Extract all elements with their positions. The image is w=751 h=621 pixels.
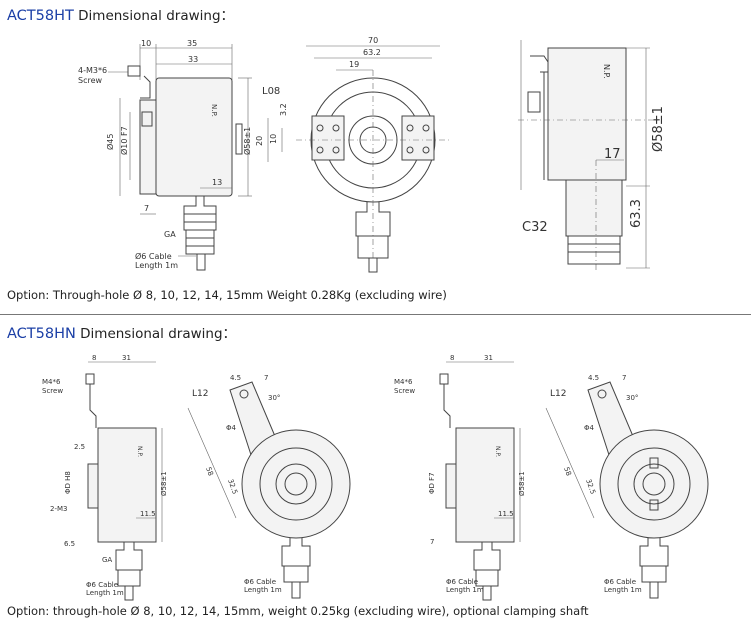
act58ht-heading: ACT58HT Dimensional drawing：	[7, 4, 234, 24]
heading-suffix: Dimensional drawing：	[73, 8, 235, 24]
heading-suffix: Dimensional drawing：	[75, 326, 237, 342]
dim-3-2: 3.2	[279, 103, 288, 116]
angle-30b: 30°	[626, 394, 638, 402]
cable-length-2: Length 1m	[244, 586, 282, 594]
ga-label: GA	[102, 556, 112, 564]
cable-length: Length 1m	[135, 261, 178, 270]
dim-13: 13	[212, 178, 222, 187]
dim-phi58-2: Ø58±1	[518, 471, 526, 496]
np-label-2: N.P.	[494, 446, 501, 457]
dim-33: 33	[188, 55, 198, 64]
m3-label: 2-M3	[50, 505, 67, 513]
dim-phi10f7: Ø10 F7	[119, 126, 129, 155]
np-label: N.P.	[210, 104, 218, 117]
dim-11-5: 11.5	[140, 510, 156, 518]
np-big: N.P.	[602, 64, 611, 79]
screw-spec: 4-M3*6	[78, 66, 107, 75]
model-name: ACT58HT	[7, 8, 74, 24]
dim-2-5: 2.5	[74, 443, 85, 451]
dim-63-2: 63.2	[363, 48, 381, 57]
cable-label: Ø6 Cable	[135, 251, 172, 261]
dim-phi58: Ø58±1	[160, 471, 168, 496]
dim-7c: 7	[622, 374, 626, 382]
cable-label-4: Φ6 Cable	[604, 578, 636, 586]
dim-10b: 10	[269, 134, 278, 144]
act58hn-heading: ACT58HN Dimensional drawing：	[7, 322, 236, 342]
cable-label: Φ6 Cable	[86, 581, 118, 589]
dim-32-5b: 32.5	[584, 478, 597, 495]
phi4-label: Φ4	[226, 424, 237, 432]
dim-phi58: Ø58±1	[242, 127, 252, 155]
c32-label: C32	[522, 220, 548, 235]
dim-32-5: 32.5	[226, 478, 239, 495]
l08-label: L08	[262, 86, 280, 97]
phi4-label-2: Φ4	[584, 424, 595, 432]
dim-10: 10	[141, 39, 151, 48]
l12-label: L12	[192, 389, 208, 399]
act58hn-drawings: 8 31 M4*6 Screw 2.5 ΦD H8 2-M3 6.5 N.P. …	[42, 354, 709, 601]
dim-phi45: Ø45	[105, 134, 115, 150]
cable-label-2: Φ6 Cable	[244, 578, 276, 586]
dim-70: 70	[368, 36, 378, 45]
ga-label: GA	[164, 230, 176, 239]
screw-label: Screw	[78, 76, 103, 85]
act58hn-front-view-2: L12 4.5 7 30° Φ4 58 32.5 Φ6 Cable Length…	[545, 374, 709, 599]
act58ht-drawings: 10 35 33 4-M3*6 Screw Ø45 Ø10 F7 N.P. Ø5…	[78, 36, 666, 273]
act58hn-side-view-2: 8 31 M4*6 Screw ΦD F7 7 N.P. Ø58±1 11.5 …	[394, 354, 526, 601]
act58hn-side-view-1: 8 31 M4*6 Screw 2.5 ΦD H8 2-M3 6.5 N.P. …	[42, 354, 168, 601]
dim-35: 35	[187, 39, 197, 48]
act58hn-caption: Option: through-hole Ø 8, 10, 12, 14, 15…	[7, 604, 589, 618]
dim-4-5b: 4.5	[588, 374, 599, 382]
act58ht-detail-view: N.P. Ø58±1 17 C32 63.3	[518, 40, 666, 270]
act58ht-side-view: 10 35 33 4-M3*6 Screw Ø45 Ø10 F7 N.P. Ø5…	[78, 39, 252, 271]
dim-11-5b: 11.5	[498, 510, 514, 518]
cable-label-3: Φ6 Cable	[446, 578, 478, 586]
section-divider	[0, 314, 751, 315]
angle-30: 30°	[268, 394, 280, 402]
dim-63-3: 63.3	[629, 199, 644, 228]
dim-19: 19	[349, 60, 359, 69]
dim-17: 17	[604, 147, 621, 162]
dim-7b: 7	[430, 538, 434, 546]
dim-7: 7	[144, 204, 149, 213]
screw-label-2: Screw	[394, 387, 415, 395]
l12-label-2: L12	[550, 389, 566, 399]
act58hn-section: ACT58HN Dimensional drawing： 8 31 M4*6 S…	[0, 318, 751, 621]
screw-spec: M4*6	[42, 378, 61, 386]
np-label: N.P.	[136, 446, 143, 457]
screw-label: Screw	[42, 387, 63, 395]
dim-7: 7	[264, 374, 268, 382]
dim-31b: 31	[484, 354, 493, 362]
dim-8: 8	[92, 354, 96, 362]
dim-31: 31	[122, 354, 131, 362]
screw-spec-2: M4*6	[394, 378, 413, 386]
dim-phid-f7: ΦD F7	[428, 472, 436, 494]
dim-4-5: 4.5	[230, 374, 241, 382]
dim-20: 20	[255, 136, 264, 146]
dim-6-5: 6.5	[64, 540, 75, 548]
cable-length-3: Length 1m	[446, 586, 484, 594]
dim-8b: 8	[450, 354, 454, 362]
act58hn-front-view-1: L12 4.5 7 30° Φ4 58 32.5 Φ6 Cable Length…	[187, 374, 351, 599]
cable-length: Length 1m	[86, 589, 124, 597]
cable-length-4: Length 1m	[604, 586, 642, 594]
model-name: ACT58HN	[7, 326, 76, 342]
act58ht-caption: Option: Through-hole Ø 8, 10, 12, 14, 15…	[7, 288, 447, 302]
dim-58b: 58	[562, 466, 573, 477]
act58ht-section: ACT58HT Dimensional drawing： 10 35 33 4-…	[7, 4, 666, 302]
phi58-big: Ø58±1	[651, 106, 666, 152]
dim-phid-h8: ΦD H8	[64, 471, 72, 494]
dim-58: 58	[204, 466, 215, 477]
act58ht-front-view: 70 63.2 19 L08 3.2 20 10	[255, 36, 450, 273]
